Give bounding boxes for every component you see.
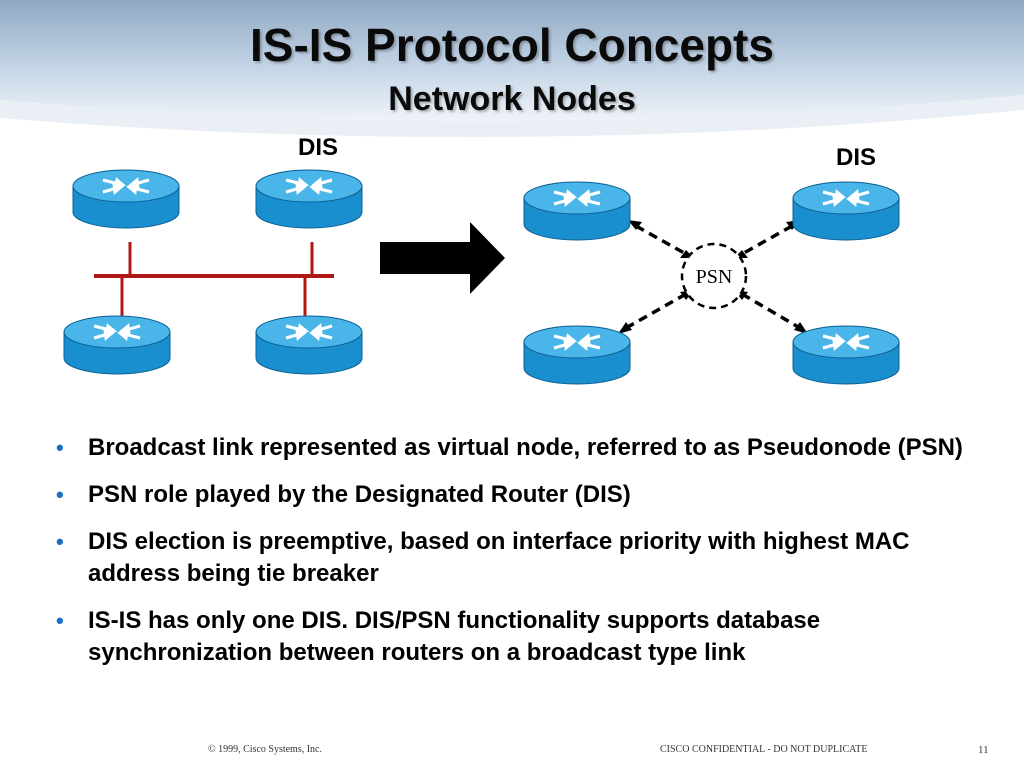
right-arrow-icon (380, 222, 505, 294)
router-icon (254, 314, 364, 376)
right-dis-label: DIS (836, 144, 877, 171)
router-icon (522, 180, 632, 242)
footer-confidential: CISCO CONFIDENTIAL - DO NOT DUPLICATE (660, 744, 868, 755)
router-icon (522, 324, 632, 386)
router-icon (791, 180, 901, 242)
left-dis-label: DIS (298, 134, 339, 161)
psn-links (625, 224, 801, 330)
bullet-icon: • (56, 482, 64, 507)
bullet-icon: • (56, 529, 64, 554)
title-banner (0, 0, 1024, 138)
bullet-item: • DIS election is preemptive, based on in… (56, 526, 976, 590)
bullet-list: • Broadcast link represented as virtual n… (56, 432, 976, 684)
router-icon (62, 314, 172, 376)
bullet-text: PSN role played by the Designated Router… (88, 481, 631, 508)
bullet-item: • IS-IS has only one DIS. DIS/PSN functio… (56, 605, 976, 669)
slide-subtitle: Network Nodes (388, 80, 636, 118)
router-icon (71, 168, 181, 230)
slide-title: IS-IS Protocol Concepts (250, 19, 774, 71)
network-diagram: PSN (62, 168, 901, 386)
bullet-text: DIS election is preemptive, based on int… (88, 528, 910, 587)
bullet-item: • Broadcast link represented as virtual n… (56, 432, 976, 464)
bullet-icon: • (56, 608, 64, 633)
bullet-icon: • (56, 435, 64, 460)
bullet-text: IS-IS has only one DIS. DIS/PSN function… (88, 607, 821, 666)
bullet-text: Broadcast link represented as virtual no… (88, 434, 963, 461)
router-icon (791, 324, 901, 386)
bullet-item: • PSN role played by the Designated Route… (56, 479, 976, 511)
pseudonode-circle (680, 242, 748, 310)
pseudonode-label: PSN (696, 266, 733, 288)
page-number: 11 (978, 744, 989, 756)
router-icon (254, 168, 364, 230)
psn-arrowheads (618, 220, 808, 334)
footer-copyright: © 1999, Cisco Systems, Inc. (208, 744, 322, 755)
